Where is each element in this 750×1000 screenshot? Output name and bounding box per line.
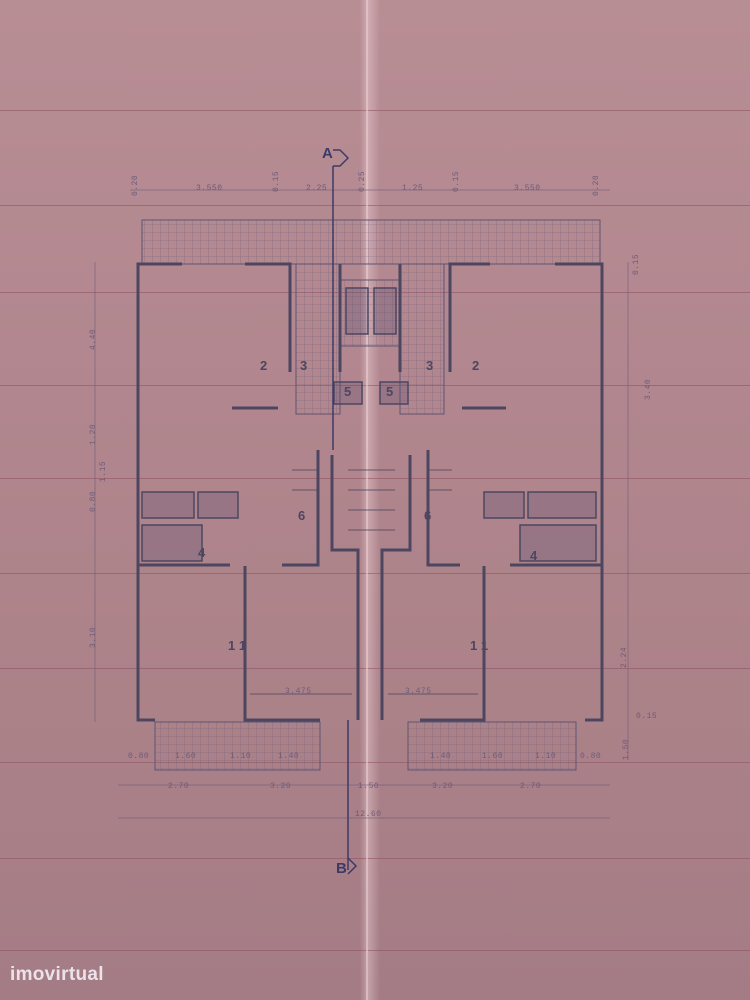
paper-rule-line <box>0 858 750 859</box>
paper-rule-line <box>0 385 750 386</box>
dim-balcony-right: 1.60 <box>482 752 504 761</box>
paper-rule-line <box>0 478 750 479</box>
dim-left: 3.10 <box>89 626 98 648</box>
dim-top: 3.550 <box>196 184 223 193</box>
dim-right: 3.40 <box>644 378 653 400</box>
dim-bottom: 3.20 <box>270 782 292 791</box>
dim-top: 0.15 <box>272 170 281 192</box>
dim-left: 4.40 <box>89 328 98 350</box>
room-label-left-5: 5 <box>344 384 352 399</box>
dim-top: 0.20 <box>131 174 140 196</box>
dim-balcony-right: 1.10 <box>535 752 557 761</box>
dim-right: 2.24 <box>620 646 629 668</box>
dim-top: 1.25 <box>402 184 424 193</box>
imovirtual-watermark: imovirtual <box>10 964 104 985</box>
room-label-right-1: 1 1 <box>470 638 489 653</box>
paper-rule-line <box>0 205 750 206</box>
section-mark-a: A <box>322 145 333 162</box>
room-label-left-3: 3 <box>300 358 308 373</box>
dim-balcony-left: 1.40 <box>278 752 300 761</box>
paper-rule-line <box>0 668 750 669</box>
room-label-right-2: 2 <box>472 358 480 373</box>
room-label-left-2: 2 <box>260 358 268 373</box>
dim-top: 0.25 <box>358 170 367 192</box>
dim-top: 0.15 <box>452 170 461 192</box>
section-mark-b: B <box>336 860 347 877</box>
paper-rule-line <box>0 762 750 763</box>
room-label-right-6: 6 <box>424 508 432 523</box>
dim-bottom: 3.20 <box>432 782 454 791</box>
room-label-right-3: 3 <box>426 358 434 373</box>
dim-right: 1.50 <box>622 738 631 760</box>
dim-balcony-right: 0.80 <box>580 752 602 761</box>
dim-top: 0.20 <box>592 174 601 196</box>
dim-inner: 3.475 <box>405 687 432 696</box>
dim-inner: 3.475 <box>285 687 312 696</box>
dim-left: 0.80 <box>89 490 98 512</box>
paper-fold <box>366 0 368 1000</box>
dim-balcony-left: 1.60 <box>175 752 197 761</box>
dim-left: 1.15 <box>99 460 108 482</box>
dim-top: 2.25 <box>306 184 328 193</box>
dim-bottom: 1.50 <box>358 782 380 791</box>
room-label-left-1: 1 1 <box>228 638 247 653</box>
dim-right: 0.15 <box>636 712 658 721</box>
dim-balcony-left: 0.80 <box>128 752 150 761</box>
dim-balcony-right: 1.40 <box>430 752 452 761</box>
room-label-right-5: 5 <box>386 384 394 399</box>
dim-bottom: 2.70 <box>168 782 190 791</box>
room-label-right-4: 4 <box>530 548 538 563</box>
dim-balcony-left: 1.10 <box>230 752 252 761</box>
room-label-left-4: 4 <box>198 545 206 560</box>
paper-rule-line <box>0 950 750 951</box>
dim-right: 0.15 <box>632 253 641 275</box>
paper-rule-line <box>0 573 750 574</box>
room-label-left-6: 6 <box>298 508 306 523</box>
dim-bottom: 2.70 <box>520 782 542 791</box>
dim-top: 3.550 <box>514 184 541 193</box>
dim-left: 1.20 <box>89 423 98 445</box>
paper-rule-line <box>0 110 750 111</box>
dim-total-width: 12.60 <box>355 810 382 819</box>
